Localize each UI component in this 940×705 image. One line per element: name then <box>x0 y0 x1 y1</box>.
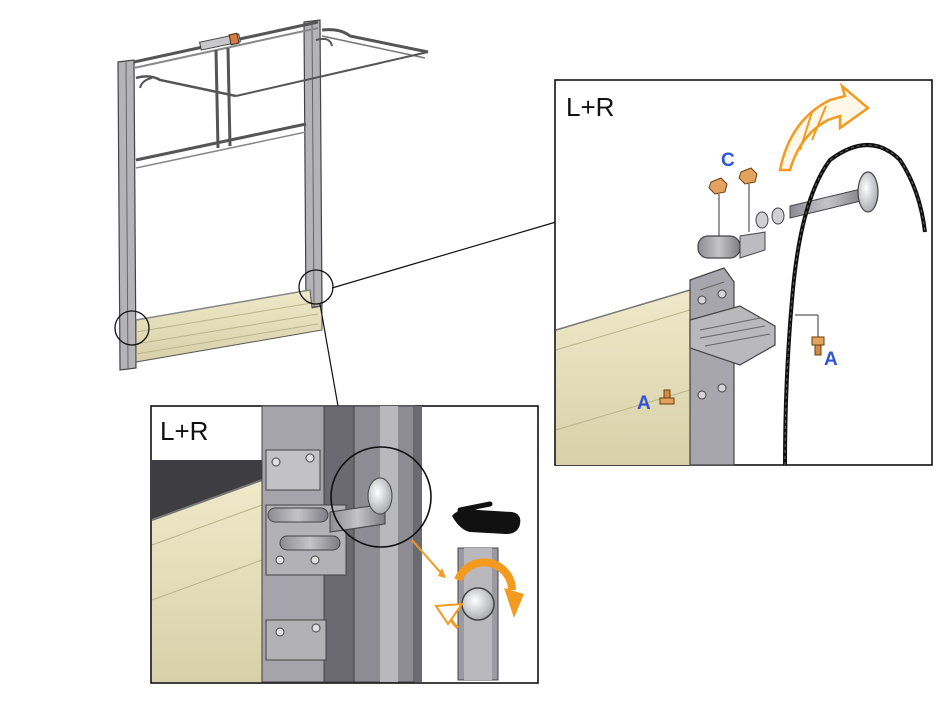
flange-nut-c-1 <box>708 177 728 236</box>
detail-circle-right <box>298 269 334 305</box>
hinge-tube-2 <box>279 535 341 551</box>
door-section-closeup <box>152 480 262 682</box>
callout-a-right: A <box>824 349 838 370</box>
detail-circle-left <box>114 310 150 346</box>
flange-nut-c-2 <box>738 167 758 232</box>
callout-a-left: A <box>637 393 651 414</box>
feed-cable-arrow-icon <box>778 82 871 172</box>
hinge-barrel <box>697 235 741 259</box>
pointer-arrow-icon <box>411 539 446 578</box>
roller-carrier <box>689 305 776 366</box>
rotate-arrow-icon <box>434 558 524 630</box>
bolt-a-left <box>659 389 675 405</box>
bottom-door-panel <box>135 289 323 363</box>
end-hinge-plate <box>689 267 735 466</box>
roller-wheel <box>857 171 879 213</box>
leader-line-top <box>331 221 557 289</box>
spacer-ring-2 <box>771 207 785 225</box>
detail-panel-top-right <box>554 79 933 466</box>
panel-label-top-right: L+R <box>566 92 615 123</box>
callout-c: C <box>721 150 735 171</box>
door-section <box>556 290 690 465</box>
roller-closeup <box>367 477 393 515</box>
door-overview <box>114 19 557 407</box>
spacer-ring-1 <box>755 211 769 229</box>
detail-circle-roller <box>330 446 432 548</box>
lifting-cable <box>783 143 927 466</box>
hand-icon <box>452 501 521 534</box>
horizontal-track-right <box>321 28 429 54</box>
roller-shaft-closeup <box>329 503 386 533</box>
roller-inset <box>461 587 495 621</box>
leader-line-bottom <box>319 303 339 407</box>
hinge-tube-1 <box>267 507 329 523</box>
bolt-a-right <box>795 314 825 356</box>
detail-panel-bottom-left <box>150 405 539 684</box>
panel-label-bottom-left: L+R <box>160 416 209 447</box>
